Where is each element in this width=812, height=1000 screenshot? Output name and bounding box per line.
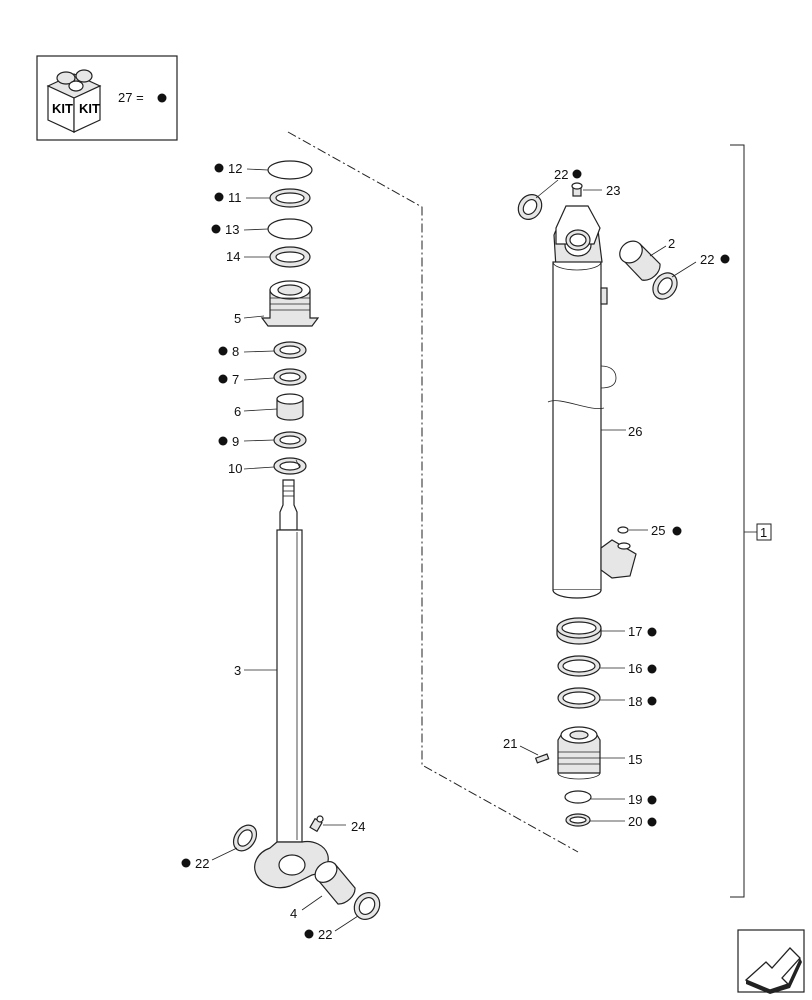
part-22-seal-bottom: 22 [304,892,381,942]
group-bracket: 1 [730,144,772,898]
part-7-ring: 7 [218,368,307,387]
group-label: 1 [760,525,767,540]
callout-22-left: 22 [195,856,209,871]
callout-7: 7 [232,372,239,387]
kit-bullet-icon [647,795,657,805]
arrow-icon [744,947,802,994]
callout-9: 9 [232,434,239,449]
kit-bullet-icon [720,254,730,264]
callout-13: 13 [225,222,239,237]
callout-23: 23 [606,183,620,198]
part-23-fitting: 23 [571,182,620,198]
callout-22-top: 22 [554,167,568,182]
kit-bullet-icon [218,346,228,356]
nav-arrow-button[interactable] [737,929,805,994]
callout-2: 2 [668,236,675,251]
part-2-bushing: 2 [619,236,675,281]
part-15-piston: 15 [557,726,642,780]
kit-legend-label: 27 = [118,90,144,105]
part-4-bushing: 4 [290,861,356,921]
kit-icon: KIT KIT [46,69,102,133]
callout-21: 21 [503,736,517,751]
part-8-ring: 8 [218,341,307,359]
part-26-cylinder-tube: 26 [547,205,642,599]
kit-box: KIT KIT 27 = [36,55,178,141]
part-22-seal-left: 22 [181,824,258,871]
callout-25: 25 [651,523,665,538]
callout-14: 14 [226,249,240,264]
callout-22-bottom: 22 [318,927,332,942]
kit-bullet-icon [572,169,582,179]
kit-bullet-icon [647,696,657,706]
part-11-ring: 11 [214,188,311,208]
callout-12: 12 [228,161,242,176]
part-13-oring: 13 [211,218,313,240]
part-16-ring: 16 [557,655,657,677]
part-17-ring: 17 [556,617,657,645]
callout-16: 16 [628,661,642,676]
part-18-ring: 18 [557,687,657,709]
part-3-piston-rod: 3 [234,479,329,889]
part-24-grease-fitting: 24 [309,815,365,834]
assembly-link-line [287,131,579,853]
part-22-seal-right: 22 [652,252,730,300]
callout-4: 4 [290,906,297,921]
kit-bullet-icon [214,192,224,202]
kit-bullet-icon [211,224,221,234]
part-25-oring: 25 [617,523,682,538]
kit-bullet-icon [157,93,167,103]
callout-10: 10 [228,461,242,476]
callout-26: 26 [628,424,642,439]
kit-bullet-icon [647,817,657,827]
part-20-ring: 20 [565,813,657,829]
callout-17: 17 [628,624,642,639]
kit-bullet-icon [218,436,228,446]
kit-bullet-icon [181,858,191,868]
callout-19: 19 [628,792,642,807]
part-21-pin: 21 [503,736,550,764]
callout-5: 5 [234,311,241,326]
callout-20: 20 [628,814,642,829]
part-9-ring: 9 [218,431,307,449]
callout-24: 24 [351,819,365,834]
kit-bullet-icon [304,929,314,939]
part-6-bushing: 6 [234,393,304,421]
callout-11: 11 [228,190,242,205]
kit-bullet-icon [672,526,682,536]
callout-3: 3 [234,663,241,678]
kit-text-right: KIT [79,101,100,116]
callout-22-right: 22 [700,252,714,267]
callout-15: 15 [628,752,642,767]
callout-18: 18 [628,694,642,709]
callout-6: 6 [234,404,241,419]
kit-bullet-icon [218,374,228,384]
part-10-snap-ring: 10 [228,457,307,476]
callout-8: 8 [232,344,239,359]
part-19-oring: 19 [564,790,657,807]
part-22-seal-top: 22 [517,167,582,220]
kit-bullet-icon [647,627,657,637]
part-12-oring: 12 [214,160,313,180]
kit-bullet-icon [647,664,657,674]
kit-bullet-icon [214,163,224,173]
part-14-ring: 14 [226,246,311,268]
part-5-gland: 5 [234,280,320,327]
kit-text-left: KIT [52,101,73,116]
